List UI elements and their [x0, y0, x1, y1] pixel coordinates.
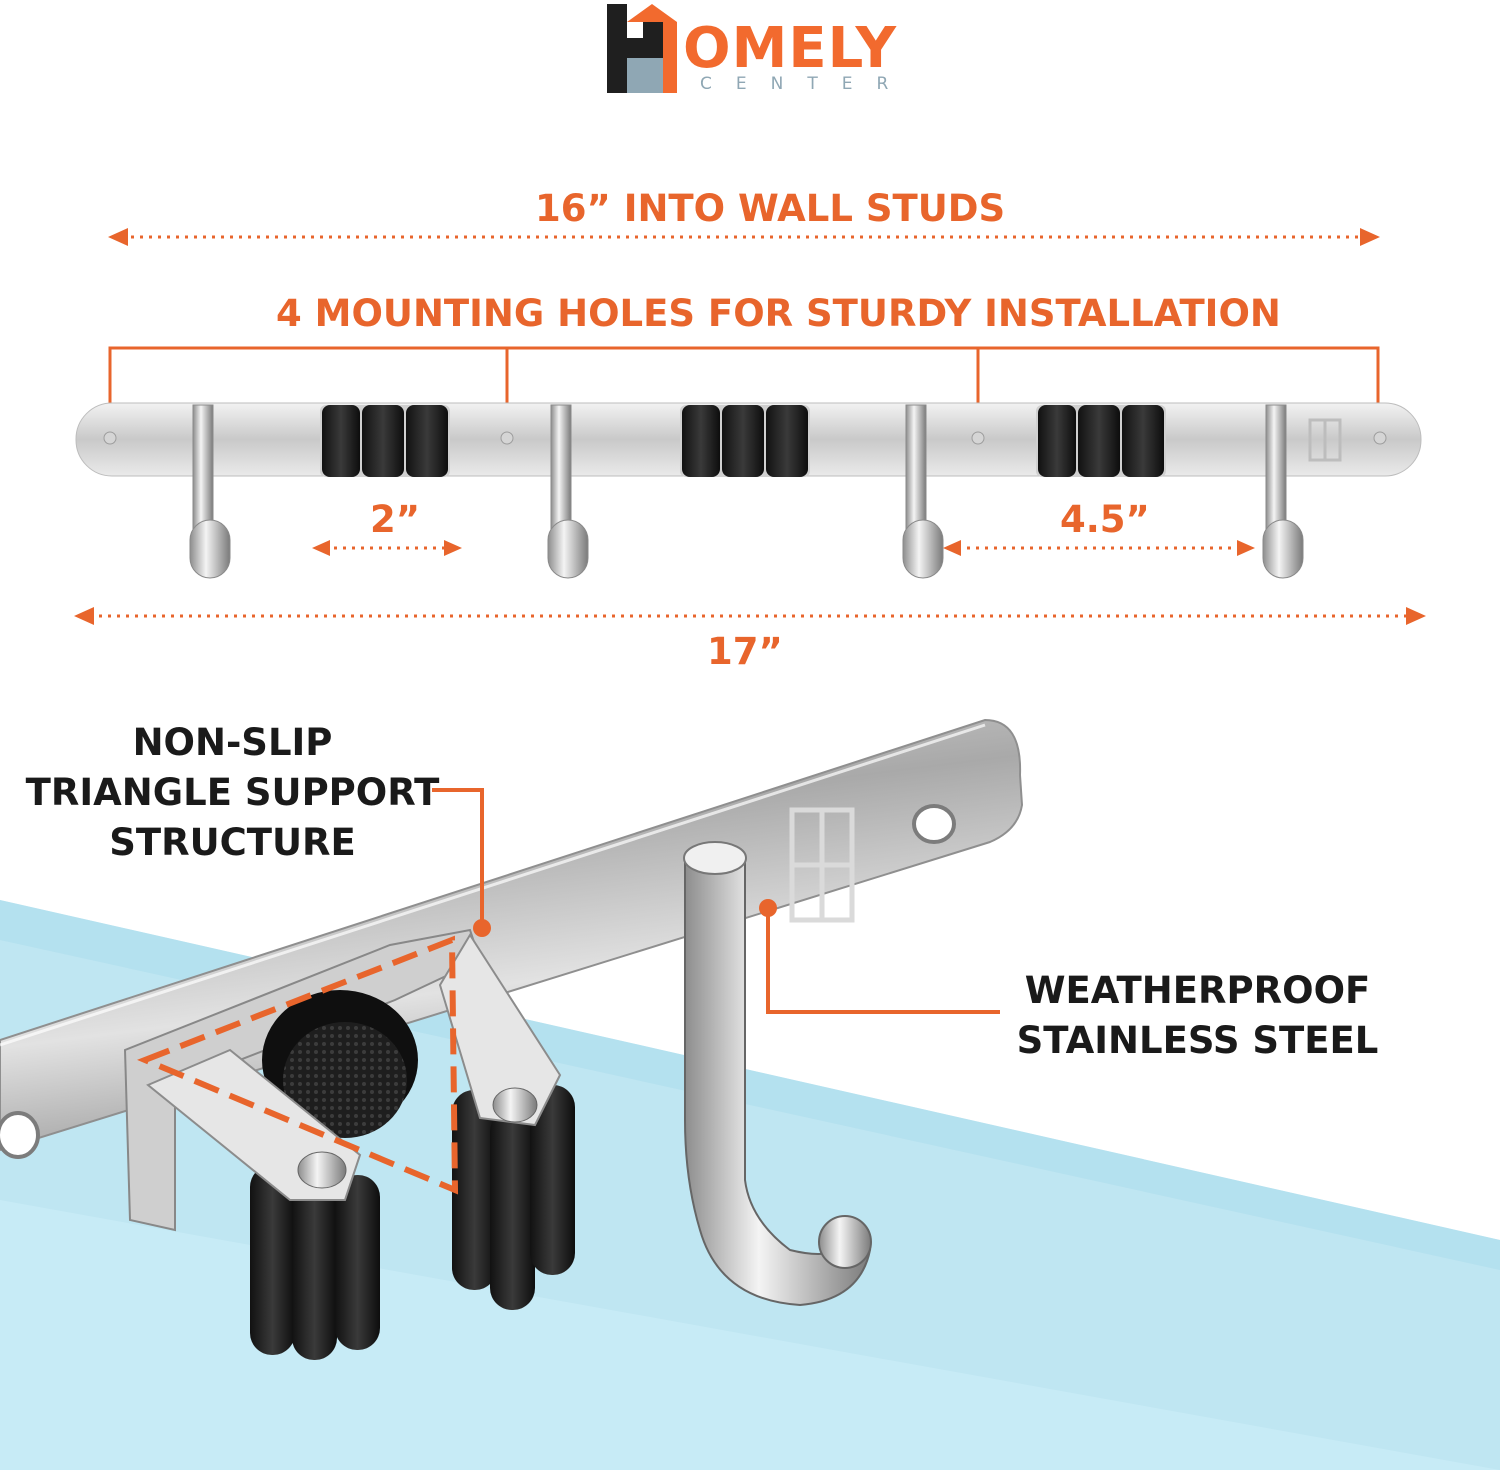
- holes-label: 4 MOUNTING HOLES FOR STURDY INSTALLATION: [276, 292, 1281, 335]
- support-callout-line: [432, 788, 491, 937]
- support-line-3: STRUCTURE: [109, 821, 356, 864]
- logo-subtitle: CENTER: [700, 74, 913, 94]
- clip-width-label: 2”: [370, 498, 421, 541]
- support-callout-text: NON-SLIP TRIANGLE SUPPORT STRUCTURE: [20, 718, 445, 868]
- total-length-label: 17”: [707, 630, 783, 673]
- studs-label: 16” INTO WALL STUDS: [535, 187, 1006, 230]
- studs-dimension-arrow: [108, 228, 1380, 246]
- logo-wordmark: OMELY: [683, 16, 898, 81]
- total-length-arrow: [74, 607, 1426, 625]
- material-callout-line: [759, 899, 1000, 1014]
- hook-spacing-arrow: [943, 540, 1255, 556]
- support-line-1: NON-SLIP: [132, 721, 333, 764]
- triangle-support-outline: [137, 935, 459, 1195]
- material-line-1: WEATHERPROOF: [1024, 969, 1371, 1012]
- clip-width-arrow: [312, 540, 462, 556]
- material-line-2: STAINLESS STEEL: [1016, 1019, 1379, 1062]
- logo-mark-icon: [607, 4, 677, 93]
- material-callout-text: WEATHERPROOF STAINLESS STEEL: [1010, 966, 1385, 1066]
- hook-spacing-label: 4.5”: [1060, 498, 1150, 541]
- rack-front-view: [75, 402, 1422, 579]
- hook-closeup: [683, 841, 872, 1307]
- clip-closeup: [123, 928, 575, 1360]
- support-line-2: TRIANGLE SUPPORT: [25, 771, 440, 814]
